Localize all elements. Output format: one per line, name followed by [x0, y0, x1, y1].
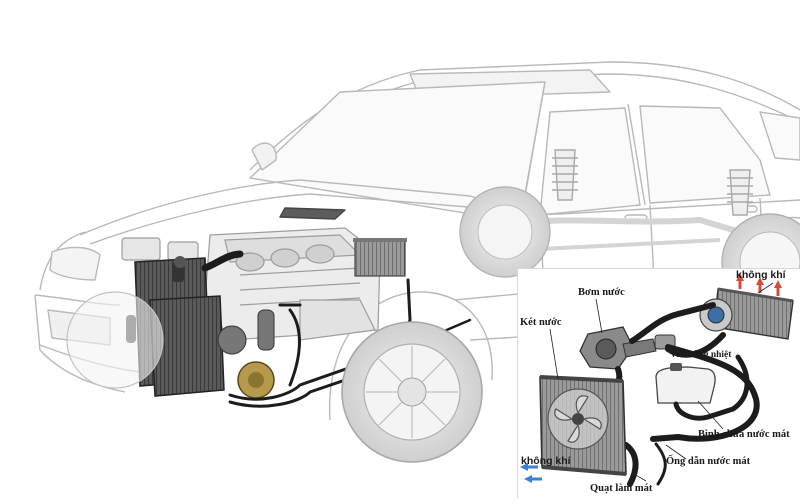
warm-air-arrows	[736, 273, 782, 296]
heater-core	[699, 287, 794, 340]
cooling-system-inset-diagram	[520, 273, 794, 487]
front-left-wheel-ghost	[66, 291, 164, 389]
car-water-pump	[217, 309, 275, 399]
label-water-pump: Bơm nước	[578, 287, 625, 298]
label-coolant-pipe: Ống dẫn nước mát	[666, 456, 751, 467]
label-reservoir: Bình chứa nước mát	[698, 429, 790, 440]
coolant-hoses	[600, 302, 760, 487]
radiator	[539, 375, 627, 476]
coolant-reservoir	[655, 363, 716, 404]
label-cooling-fan: Quạt làm mát	[590, 483, 653, 494]
label-air-top: không khí	[736, 269, 786, 281]
front-wheel	[341, 321, 483, 463]
inner-rear-wheel	[459, 186, 551, 278]
engine-block	[121, 227, 381, 341]
label-air-bottom: không khí	[521, 455, 571, 467]
label-thermostat: Van hằng nhiệt	[670, 350, 732, 360]
cool-air-arrows	[520, 463, 542, 483]
leader-lines	[549, 282, 774, 482]
label-radiator: Két nước	[520, 317, 562, 328]
cooling-system-inset: không khí Bơm nước Két nước Van hằng nhi…	[517, 268, 800, 498]
heater-core-small	[353, 238, 407, 277]
